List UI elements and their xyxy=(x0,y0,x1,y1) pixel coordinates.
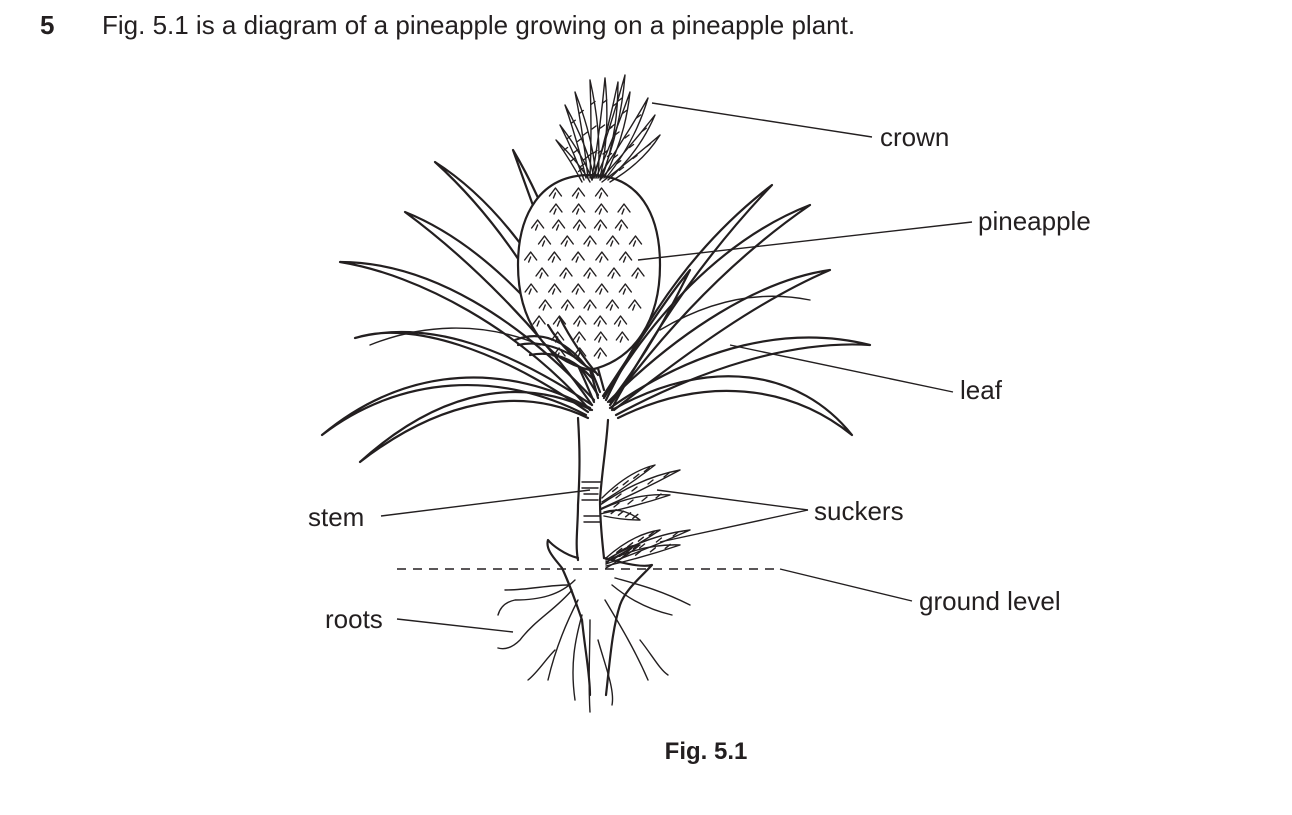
leaves xyxy=(320,148,872,464)
leader-suckers-2 xyxy=(659,509,809,543)
label-ground-level: ground level xyxy=(919,586,1061,616)
leader-crown xyxy=(651,102,873,138)
label-pineapple: pineapple xyxy=(978,206,1091,236)
roots xyxy=(497,577,691,713)
figure-caption: Fig. 5.1 xyxy=(664,738,748,765)
crown-leaves xyxy=(555,74,661,183)
leader-leaf xyxy=(729,344,954,393)
label-roots: roots xyxy=(325,604,383,634)
question-text: Fig. 5.1 is a diagram of a pineapple gro… xyxy=(102,10,856,40)
leader-stem xyxy=(380,489,591,517)
leader-lines xyxy=(380,102,973,633)
question: 5 Fig. 5.1 is a diagram of a pineapple gr… xyxy=(40,8,855,42)
label-stem: stem xyxy=(308,502,365,532)
label-crown: crown xyxy=(880,122,950,152)
suckers xyxy=(599,464,691,569)
fruit-bracts xyxy=(513,316,600,380)
leader-ground-level xyxy=(779,568,913,602)
label-leaf: leaf xyxy=(960,375,1002,405)
leader-pineapple xyxy=(637,221,973,261)
leader-roots xyxy=(396,618,514,633)
question-number: 5 xyxy=(40,10,55,40)
leader-suckers-1 xyxy=(656,489,809,511)
label-suckers: suckers xyxy=(814,496,904,526)
stem-base xyxy=(546,538,654,697)
stem xyxy=(575,416,610,562)
